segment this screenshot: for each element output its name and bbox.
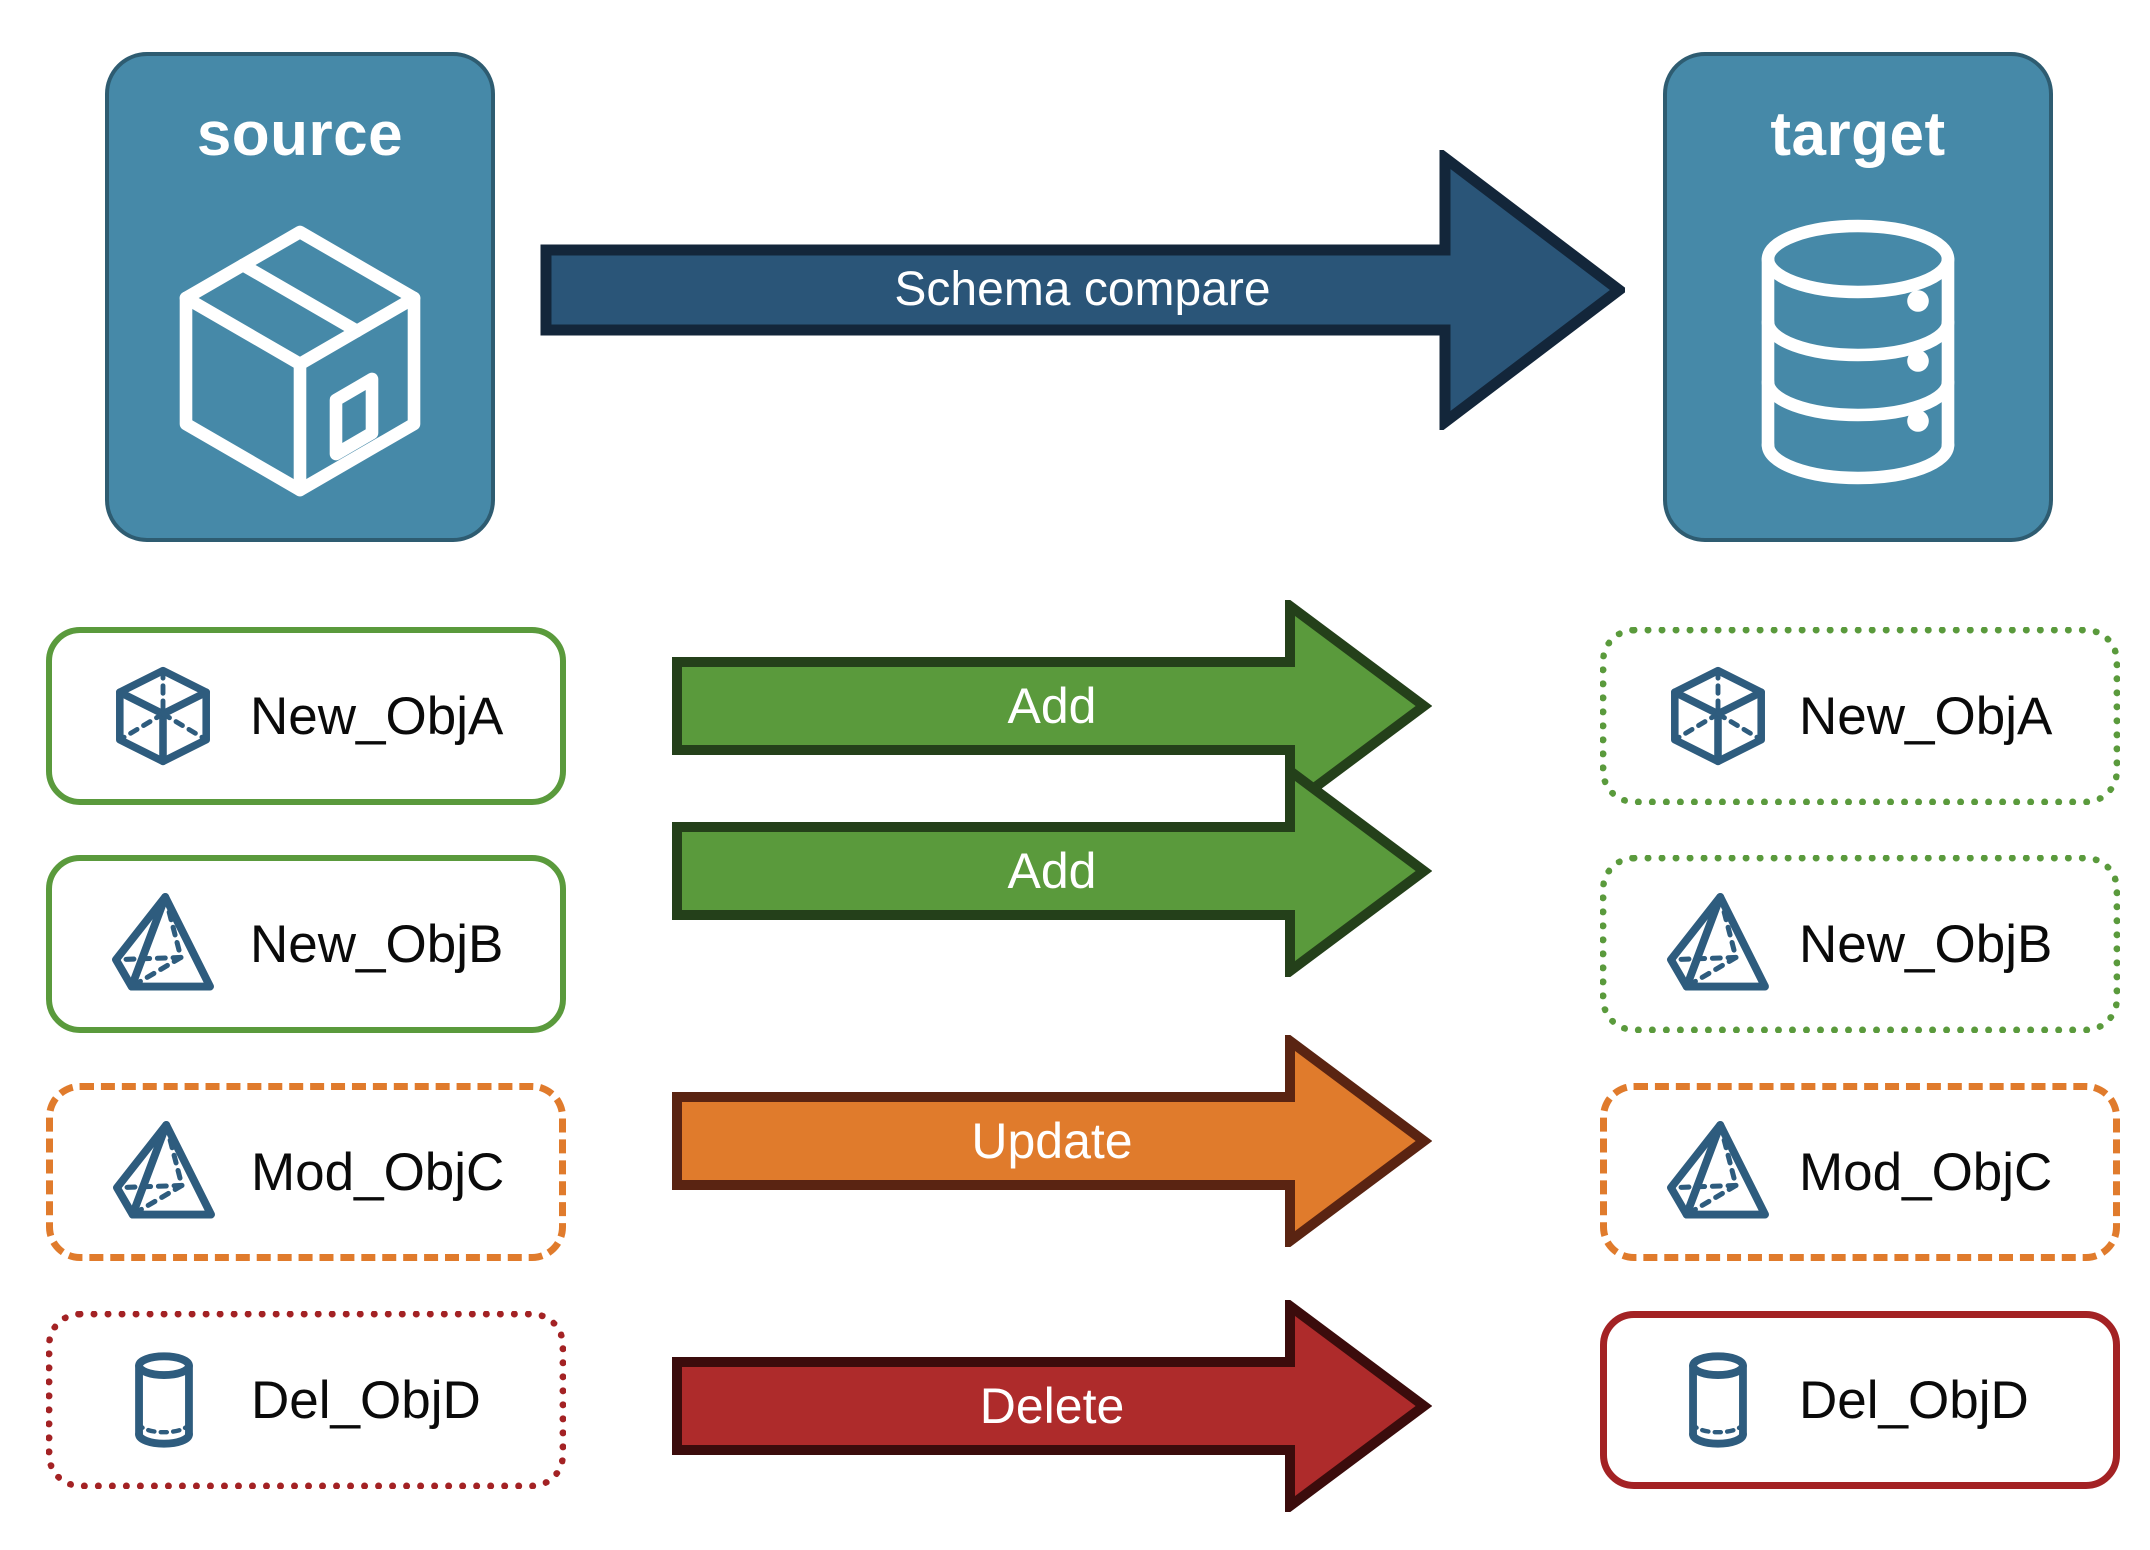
pyramid-icon — [104, 885, 222, 1003]
source-object-name-1: New_ObjA — [250, 686, 504, 746]
target-object-name-4: Del_ObjD — [1799, 1370, 2029, 1430]
target-object-name-2: New_ObjB — [1799, 914, 2053, 974]
action-arrow-update[interactable] — [672, 1035, 1432, 1247]
source-endpoint-card[interactable]: source — [105, 52, 495, 542]
action-arrow-add-2[interactable] — [672, 765, 1432, 977]
schema-compare-label: Schema compare — [894, 263, 1271, 316]
source-object-name-4: Del_ObjD — [251, 1370, 481, 1430]
cylinder-icon — [1659, 1341, 1777, 1459]
pyramid-icon — [1659, 885, 1777, 1003]
target-object-card-2[interactable]: New_ObjB — [1600, 855, 2120, 1033]
target-title: target — [1770, 100, 1946, 169]
source-object-card-4[interactable]: Del_ObjD — [46, 1311, 566, 1489]
target-object-card-3[interactable]: Mod_ObjC — [1600, 1083, 2120, 1261]
cylinder-icon — [105, 1341, 223, 1459]
target-object-name-3: Mod_ObjC — [1799, 1142, 2053, 1202]
target-object-card-4[interactable]: Del_ObjD — [1600, 1311, 2120, 1489]
action-arrow-add-1[interactable] — [672, 600, 1432, 812]
source-object-card-1[interactable]: New_ObjA — [46, 627, 566, 805]
source-title: source — [196, 100, 404, 169]
target-endpoint-card[interactable]: target — [1663, 52, 2053, 542]
target-object-card-1[interactable]: New_ObjA — [1600, 627, 2120, 805]
source-object-name-2: New_ObjB — [250, 914, 504, 974]
source-object-card-3[interactable]: Mod_ObjC — [46, 1083, 566, 1261]
pyramid-icon — [1659, 1113, 1777, 1231]
schema-compare-arrow[interactable] — [540, 150, 1625, 430]
cube-icon — [104, 657, 222, 775]
pyramid-icon — [105, 1113, 223, 1231]
package-box-icon — [109, 166, 491, 538]
database-cylinder-icon — [1667, 166, 2049, 538]
source-object-name-3: Mod_ObjC — [251, 1142, 505, 1202]
target-object-name-1: New_ObjA — [1799, 686, 2053, 746]
source-object-card-2[interactable]: New_ObjB — [46, 855, 566, 1033]
action-arrow-delete[interactable] — [672, 1300, 1432, 1512]
cube-icon — [1659, 657, 1777, 775]
